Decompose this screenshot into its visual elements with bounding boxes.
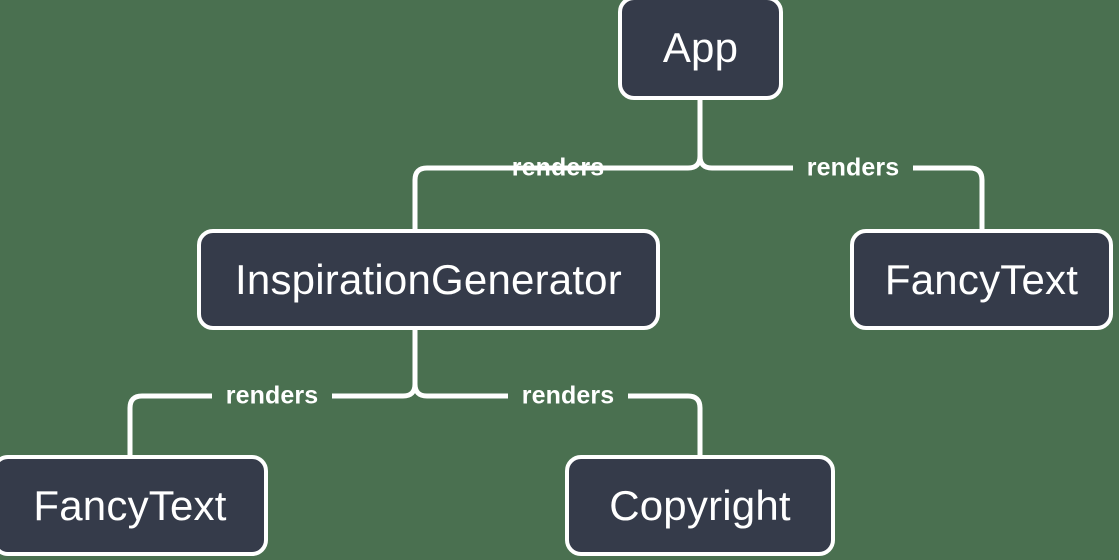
edge-label-inspirationgenerator-to-copyright: renders [521, 381, 615, 410]
node-app[interactable]: App [618, 0, 783, 100]
edge-label-app-to-fancytext: renders [806, 153, 900, 182]
node-fancytext-bottom[interactable]: FancyText [0, 455, 268, 556]
node-inspiration-generator-label: InspirationGenerator [235, 255, 622, 303]
node-inspiration-generator[interactable]: InspirationGenerator [197, 229, 660, 330]
node-app-label: App [662, 24, 739, 71]
edge-label-inspirationgenerator-to-fancytext: renders [225, 381, 319, 410]
edge-label-app-to-inspirationgenerator: renders [511, 153, 605, 182]
node-fancytext-right[interactable]: FancyText [850, 229, 1113, 330]
node-copyright[interactable]: Copyright [565, 455, 835, 556]
node-fancytext-right-label: FancyText [884, 255, 1079, 303]
node-fancytext-bottom-label: FancyText [33, 481, 227, 529]
node-copyright-label: Copyright [609, 481, 791, 529]
